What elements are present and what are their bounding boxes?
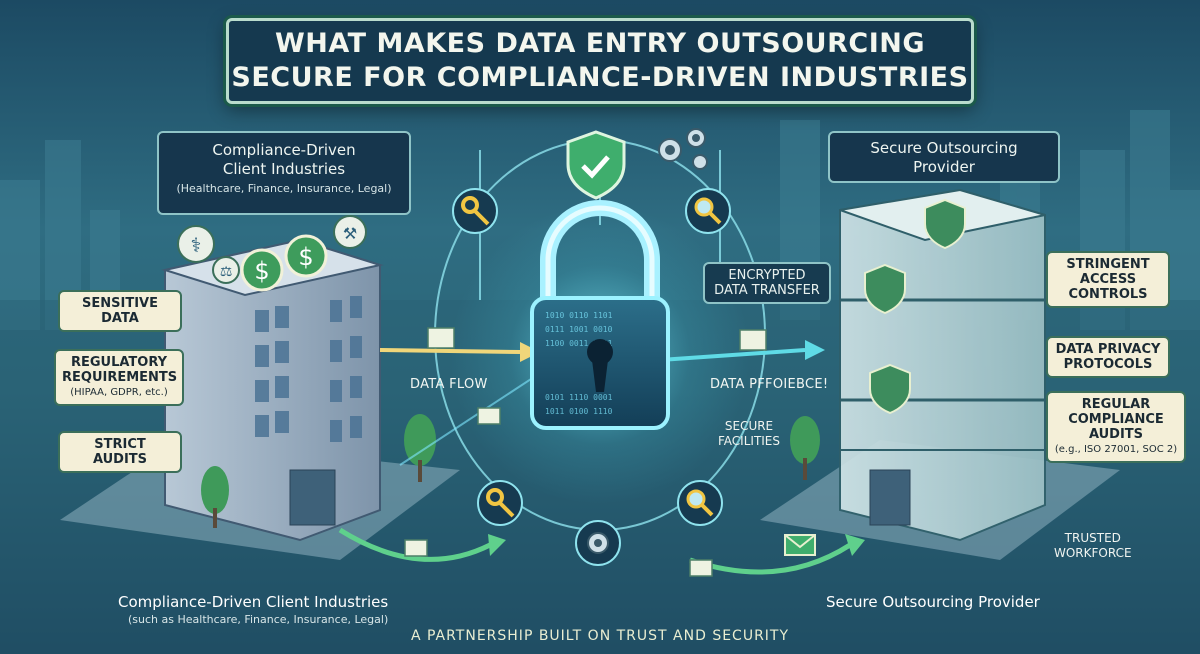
svg-text:1011 0100 1110: 1011 0100 1110 [545, 407, 613, 416]
provider-heading-line-2: Provider [913, 158, 975, 176]
svg-text:1010 0110 1101: 1010 0110 1101 [545, 311, 613, 320]
svg-text:0101 1110 0001: 0101 1110 0001 [545, 393, 613, 402]
tag-strict-audits-label: STRICT AUDITS [92, 437, 148, 467]
settings-gear-icon [575, 520, 621, 566]
tag-facilities-line-2: FACILITIES [718, 434, 781, 448]
magnifier-icon [677, 188, 731, 526]
envelope-icon [784, 534, 816, 556]
svg-text:⚖: ⚖ [220, 264, 233, 280]
data-flow-label: DATA FLOW [410, 377, 488, 392]
tag-regulatory-line-2: REQUIREMENTS [62, 370, 178, 385]
tag-audits-line-1: REGULAR [1081, 397, 1151, 412]
tag-access-line-1: STRINGENT [1066, 257, 1150, 272]
tag-secure-facilities: SECURE FACILITIES [718, 419, 780, 449]
tag-data-privacy: DATA PRIVACY PROTOCOLS [1046, 336, 1170, 378]
tag-audits-line-3: AUDITS [1088, 427, 1144, 442]
client-bottom-sub: (such as Healthcare, Finance, Insurance,… [128, 613, 389, 626]
encrypted-line-1: ENCRYPTED [728, 268, 806, 283]
svg-text:1100 0011 1011: 1100 0011 1011 [545, 339, 613, 348]
provider-building [839, 188, 1046, 542]
tag-audits-line-2: COMPLIANCE [1068, 412, 1164, 427]
svg-text:$: $ [298, 243, 313, 271]
svg-text:⚒: ⚒ [343, 224, 357, 243]
client-heading-line-1: Compliance-Driven [212, 141, 356, 159]
provider-heading-panel: Secure Outsourcing Provider [828, 131, 1060, 183]
encrypted-line-2: DATA TRANSFER [714, 283, 820, 298]
tag-regulatory-line-1: REGULATORY [70, 355, 168, 370]
tag-privacy-line-2: PROTOCOLS [1063, 357, 1153, 372]
provider-bottom-title: Secure Outsourcing Provider [826, 593, 1040, 611]
key-icon [452, 188, 523, 526]
svg-text:0111 1001 0010: 0111 1001 0010 [545, 325, 613, 334]
title-line-1: WHAT MAKES DATA ENTRY OUTSOURCING [274, 28, 926, 59]
tag-workforce-line-2: WORKFORCE [1054, 546, 1132, 560]
title-banner: WHAT MAKES DATA ENTRY OUTSOURCING SECURE… [226, 18, 974, 104]
document-icons [404, 327, 767, 577]
coin-icons: $ $ ⚕ ⚖ ⚒ [177, 215, 367, 292]
tag-strict-audits: STRICT AUDITS [58, 431, 182, 473]
gear-icon [658, 128, 708, 170]
tag-trusted-workforce: TRUSTED WORKFORCE [1054, 531, 1132, 561]
client-heading-line-2: Client Industries [222, 160, 346, 178]
padlock-icon: 1010 0110 1101 0111 1001 0010 1100 0011 … [530, 200, 670, 430]
provider-heading-line-1: Secure Outsourcing [870, 139, 1018, 157]
tag-encrypted-transfer: ENCRYPTED DATA TRANSFER [703, 262, 831, 304]
title-line-2: SECURE FOR COMPLIANCE-DRIVEN INDUSTRIES [231, 62, 969, 93]
svg-text:⚕: ⚕ [191, 233, 202, 257]
client-bottom-title: Compliance-Driven Client Industries [118, 593, 389, 611]
tag-facilities-line-1: SECURE [724, 419, 774, 433]
tag-sensitive-data-label: SENSITIVE DATA [82, 296, 158, 326]
tag-workforce-line-1: TRUSTED [1064, 531, 1121, 545]
check-shield-icon [566, 130, 626, 200]
client-subheading: (Healthcare, Finance, Insurance, Legal) [176, 182, 392, 195]
tag-regulatory-sub: (HIPAA, GDPR, etc.) [70, 387, 168, 398]
data-right-label: DATA PFFOIEBCE! [710, 377, 829, 392]
tag-access-controls: STRINGENT ACCESS CONTROLS [1046, 251, 1170, 308]
footer-tagline: A PARTNERSHIP BUILT ON TRUST AND SECURIT… [410, 628, 790, 644]
client-heading-panel: Compliance-Driven Client Industries (Hea… [157, 131, 411, 215]
tag-compliance-audits: REGULAR COMPLIANCE AUDITS (e.g., ISO 270… [1046, 391, 1186, 463]
svg-text:$: $ [254, 257, 269, 285]
tag-regulatory-requirements: REGULATORY REQUIREMENTS (HIPAA, GDPR, et… [54, 349, 184, 406]
trees [201, 414, 820, 528]
tag-privacy-line-1: DATA PRIVACY [1055, 342, 1161, 357]
tag-audits-sub: (e.g., ISO 27001, SOC 2) [1054, 444, 1178, 455]
tag-access-line-2: ACCESS CONTROLS [1068, 272, 1148, 302]
tag-sensitive-data: SENSITIVE DATA [58, 290, 182, 332]
